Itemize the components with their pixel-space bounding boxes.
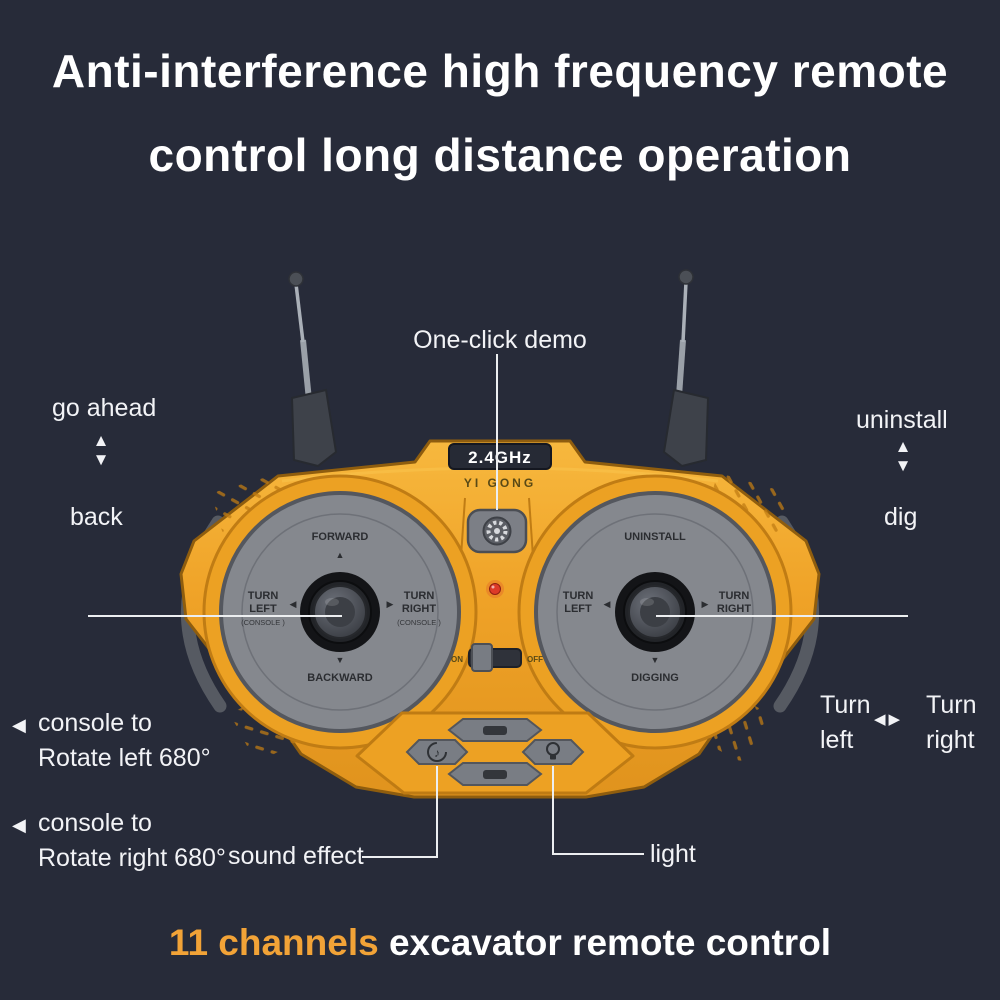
gear-icon [486, 520, 508, 542]
callout-line-light-h [552, 853, 644, 855]
arrow-up-icon: ▲ [92, 431, 110, 450]
arrow-up-icon: ▲ [336, 550, 345, 560]
arrow-left-icon: ◀ [290, 599, 297, 609]
music-note-icon: ♪ [434, 746, 440, 760]
console-left-line1: console to [38, 709, 152, 737]
callout-line-demo [496, 354, 498, 510]
left-control-pad: FORWARD ▲ ▼ BACKWARD TURN LEFT (CONSOLE … [202, 474, 478, 750]
bottom-hex-button [447, 762, 543, 786]
right-pad-label-turn-right-2: RIGHT [717, 603, 752, 615]
antenna-tip [678, 269, 694, 285]
arrow-down-icon: ▼ [894, 456, 912, 475]
right-pad-label-turn-left-1: TURN [563, 590, 594, 602]
power-led [486, 580, 504, 598]
bottom-button-panel: ♪ [355, 711, 635, 795]
turn-left-line1: Turn [820, 691, 871, 719]
callout-line-right-stick [656, 615, 908, 617]
up-down-arrows-left: ▲ ▼ [84, 432, 118, 469]
sound-effect-button: ♪ [405, 739, 469, 765]
top-hex-button [447, 718, 543, 742]
arrow-right-icon: ▶ [888, 711, 901, 728]
callout-console-rotate-right: console to Rotate right 680° [38, 806, 226, 876]
left-pad-console-right: (CONSOLE ) [397, 618, 441, 627]
up-down-arrows-right: ▲ ▼ [886, 438, 920, 475]
callout-sound-effect: sound effect [228, 842, 364, 870]
left-pad-label-backward: BACKWARD [307, 672, 372, 684]
arrow-left-icon: ◀ [874, 711, 886, 728]
callout-one-click-demo: One-click demo [413, 326, 587, 354]
right-control-pad: UNINSTALL ▼ DIGGING TURN LEFT ◀ TURN RIG… [517, 474, 793, 750]
arrow-down-icon: ▼ [336, 655, 345, 665]
left-pad-label-turn-left-1: TURN [248, 590, 279, 602]
footer-highlight: 11 channels [168, 922, 379, 963]
right-pad-label-turn-right-1: TURN [719, 590, 750, 602]
right-pad-label-digging: DIGGING [631, 672, 679, 684]
arrow-left-icon: ◀ [12, 715, 26, 735]
frequency-plate [448, 443, 552, 470]
turn-left-line2: left [820, 726, 854, 754]
arrow-down-icon: ▼ [651, 655, 660, 665]
power-switch: ON OFF [451, 643, 543, 672]
arrow-down-icon: ▼ [92, 450, 110, 469]
callout-dig: dig [884, 503, 918, 531]
callout-line-sound-v [436, 766, 438, 858]
arrow-left-icon: ◀ [12, 815, 26, 835]
console-right-line2: Rotate right 680° [38, 844, 226, 872]
callout-turn-left: Turn left [820, 688, 870, 758]
left-pad-console-left: (CONSOLE ) [241, 618, 285, 627]
switch-on-label: ON [451, 655, 463, 664]
console-right-line1: console to [38, 809, 152, 837]
turn-right-line2: right [926, 726, 975, 754]
callout-line-sound-h [362, 856, 438, 858]
left-right-arrows: ◀ ▶ [874, 712, 900, 728]
arrow-right-icon: ▶ [387, 599, 394, 609]
antenna-tip [288, 271, 304, 287]
callout-console-rotate-left: console to Rotate left 680° [38, 706, 211, 776]
left-pad-label-turn-right-1: TURN [404, 590, 435, 602]
light-bulb-icon [546, 742, 560, 760]
callout-uninstall: uninstall [856, 406, 948, 434]
arrow-left-icon: ◀ [604, 599, 611, 609]
console-left-line2: Rotate left 680° [38, 744, 211, 772]
title-line-2: control long distance operation [148, 129, 852, 181]
callout-turn-right: Turn right [926, 688, 976, 758]
right-pad-label-turn-left-2: LEFT [564, 603, 592, 615]
title-line-1: Anti-interference high frequency remote [51, 45, 949, 97]
right-joystick [615, 572, 695, 652]
left-joystick [300, 572, 380, 652]
brand-label: YI GONG [464, 476, 536, 490]
footer-rest: excavator remote control [388, 922, 832, 963]
callout-line-light-v [552, 766, 554, 855]
footer-caption: 11 channels excavator remote control [0, 922, 1000, 964]
frequency-label: 2.4GHz [468, 448, 532, 467]
arrow-up-icon: ▲ [894, 437, 912, 456]
left-antenna-mount [290, 388, 338, 468]
left-pad-label-turn-left-2: LEFT [249, 603, 277, 615]
callout-go-ahead: go ahead [52, 394, 157, 422]
left-pad-label-forward: FORWARD [312, 531, 369, 543]
callout-back: back [70, 503, 123, 531]
light-button [521, 739, 585, 765]
turn-right-line1: Turn [926, 691, 977, 719]
right-antenna-mount [662, 388, 710, 468]
power-switch-knob [471, 643, 493, 672]
callout-light: light [650, 840, 696, 868]
right-pad-label-uninstall: UNINSTALL [624, 531, 686, 543]
one-click-demo-button [466, 508, 528, 554]
switch-off-label: OFF [527, 655, 543, 664]
arrow-right-icon: ▶ [702, 599, 709, 609]
left-pad-label-turn-right-2: RIGHT [402, 603, 437, 615]
callout-line-left-stick [88, 615, 342, 617]
